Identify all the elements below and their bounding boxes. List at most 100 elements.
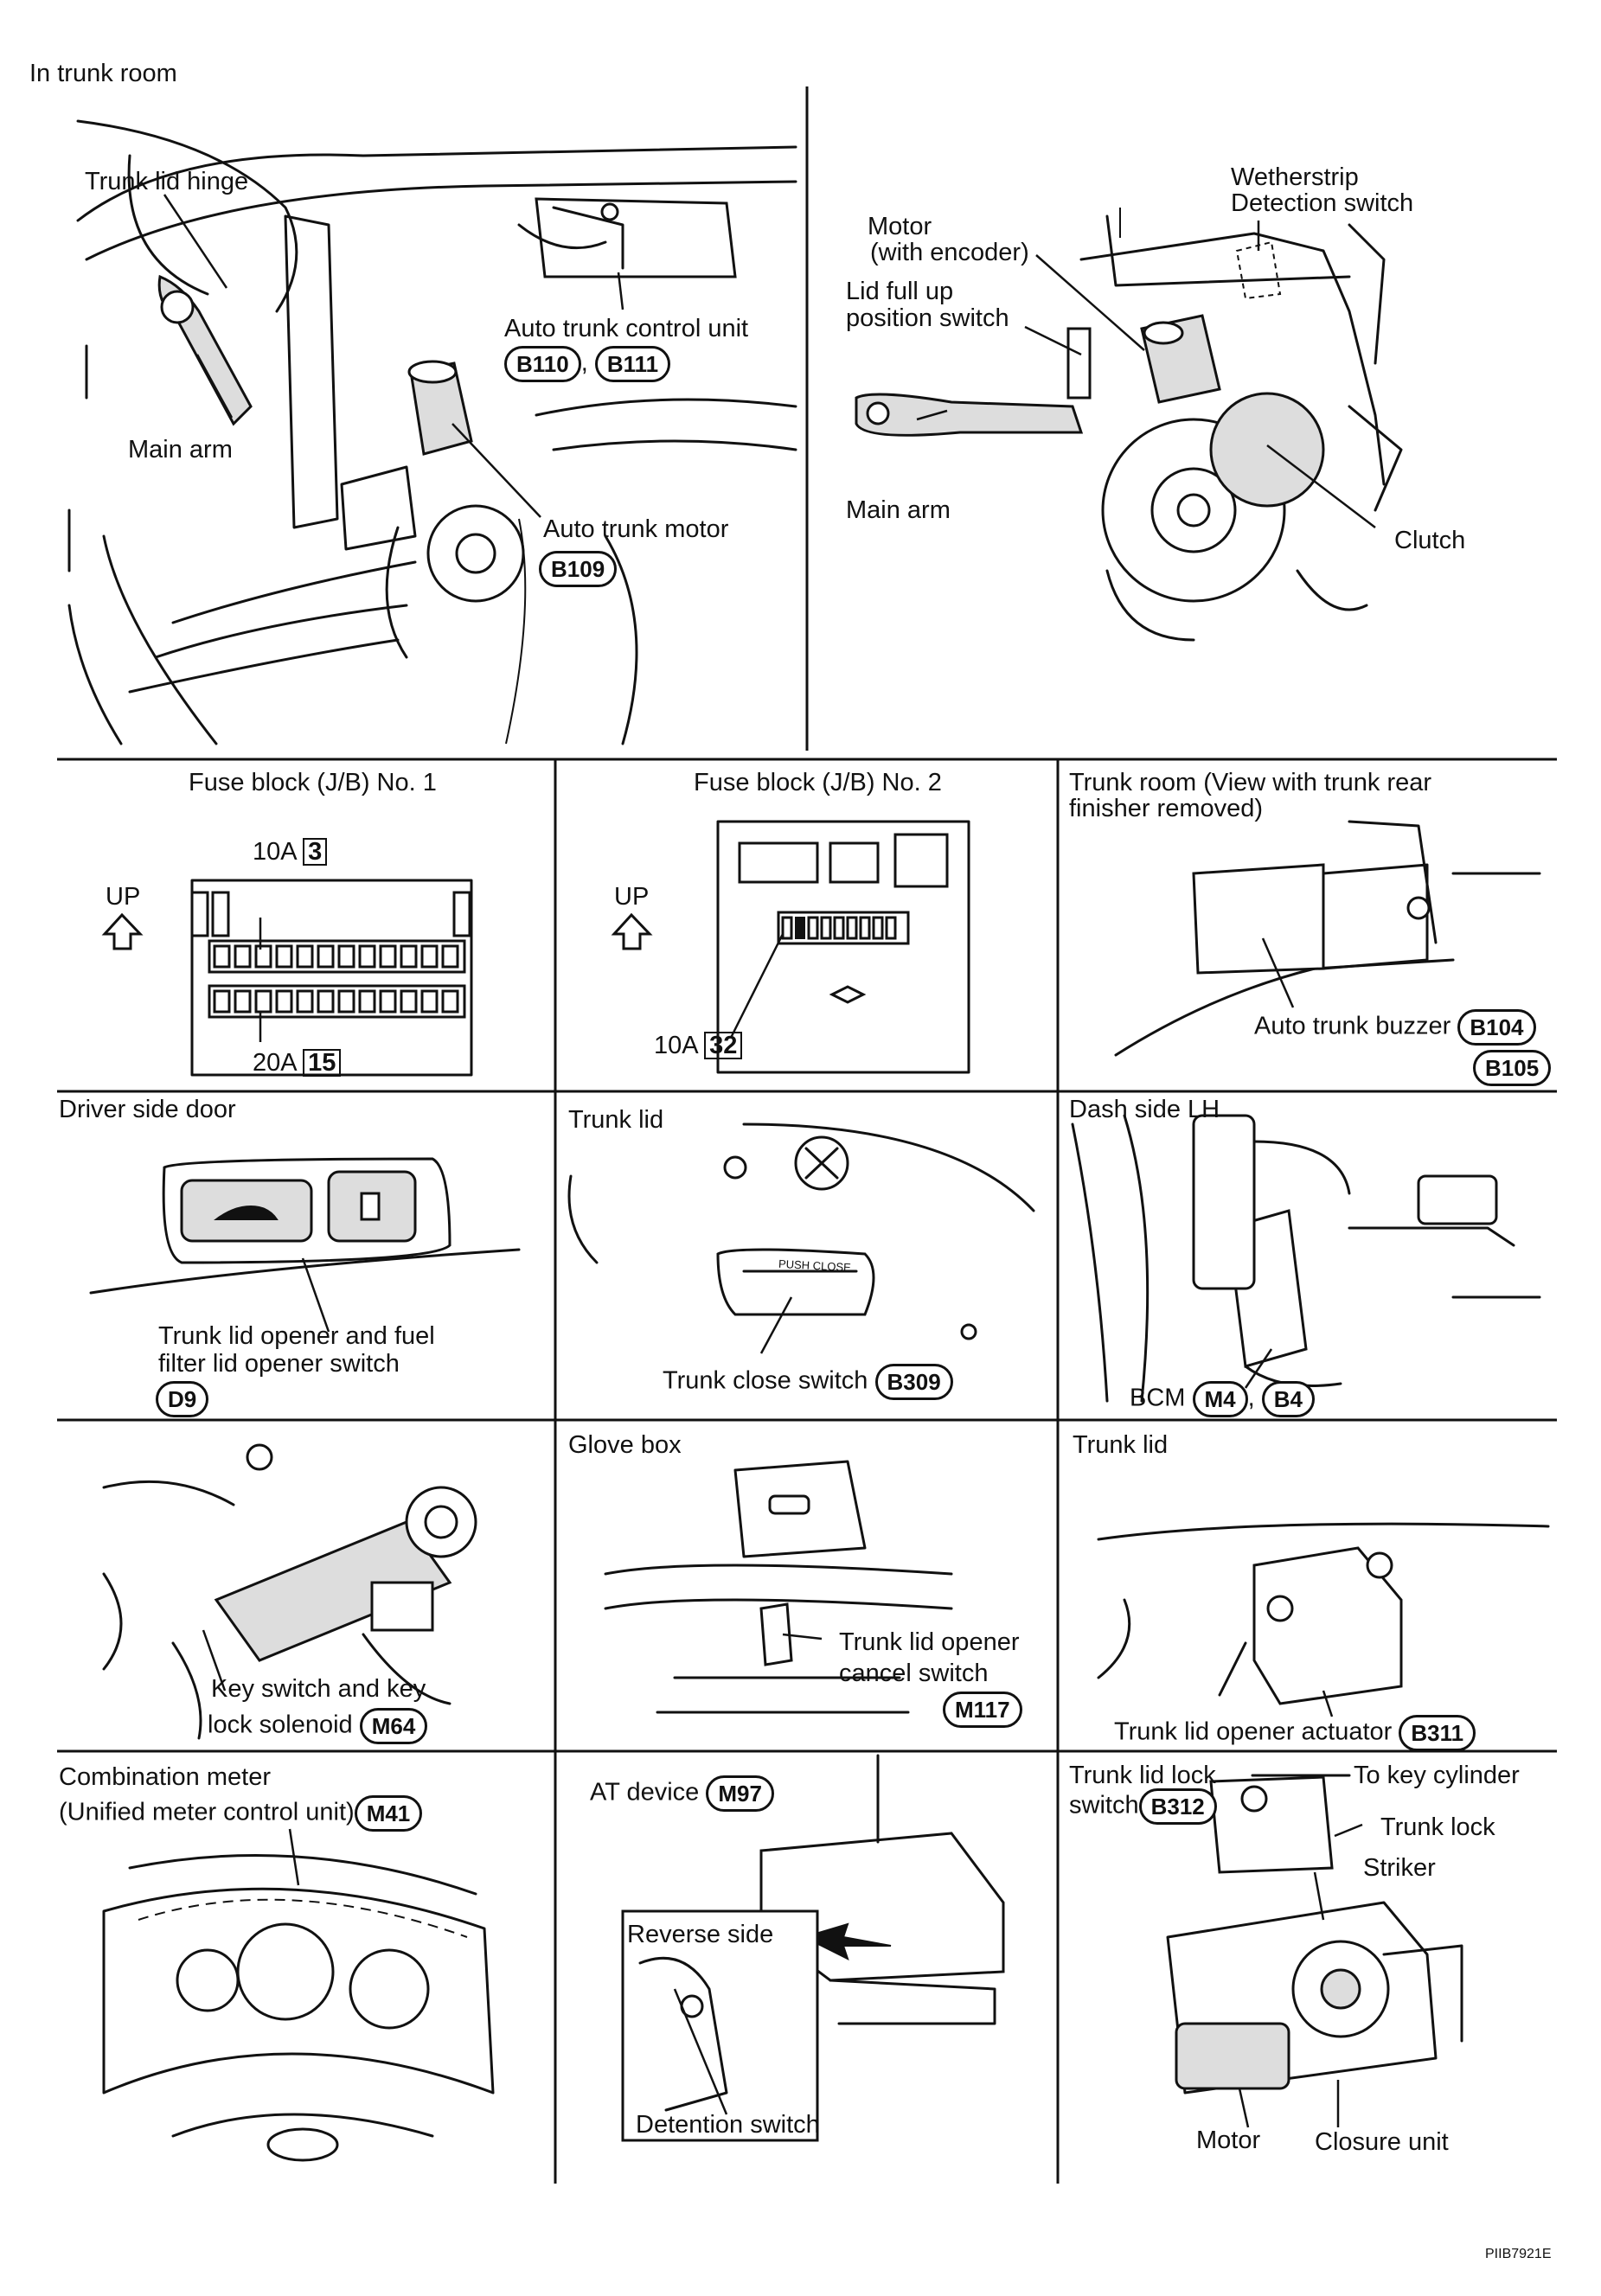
fuse-slot — [859, 916, 871, 940]
combination-meter-illustration — [102, 1828, 495, 2162]
fuse-slot — [296, 989, 314, 1014]
page-title: In trunk room — [29, 60, 177, 87]
combo-meter-title-2: (Unified meter control unit)M41 — [59, 1795, 423, 1832]
label-closure-unit: Closure unit — [1315, 2128, 1449, 2156]
label-striker: Striker — [1363, 1854, 1436, 1882]
trunk-mechanism-illustration — [67, 119, 797, 745]
connector-badge: B309 — [874, 1364, 953, 1400]
label-with-encoder: (with encoder) — [870, 239, 1029, 266]
trunk-lock-closure-illustration — [1166, 1774, 1463, 2128]
fuse-slot — [420, 989, 439, 1014]
trunk-actuator-illustration — [1097, 1522, 1550, 1717]
fuse-slot — [441, 944, 459, 969]
fuse-row-upper — [208, 939, 466, 974]
trunk-room-view-title-2: finisher removed) — [1069, 795, 1264, 822]
fuse-top-label: 10A 3 — [253, 837, 328, 867]
fuse-slot — [337, 989, 355, 1014]
label-detection-switch: Detection switch — [1231, 189, 1414, 217]
fuse-slot — [254, 989, 272, 1014]
label-key-switch-1: Key switch and key — [211, 1675, 426, 1703]
label-wetherstrip: Wetherstrip — [1231, 163, 1359, 191]
leader-lines — [163, 194, 1376, 528]
label-trunk-close-switch: Trunk close switch B309 — [663, 1364, 953, 1400]
fuse-slot — [337, 944, 355, 969]
label-opener-switch-1: Trunk lid opener and fuel — [158, 1322, 435, 1350]
fuse-slot — [275, 989, 293, 1014]
connector-badge: M97 — [706, 1775, 774, 1812]
connector-badge: B111 — [594, 346, 671, 382]
label-auto-trunk-motor: Auto trunk motor — [543, 515, 729, 543]
label-cancel-switch-2: cancel switch — [839, 1660, 989, 1687]
up-label-1: UP — [106, 883, 141, 911]
fuse-slot — [213, 944, 231, 969]
figure-id: PIIB7921E — [1485, 2247, 1552, 2261]
connector-badge: B109 — [539, 551, 618, 587]
connector-badge: M64 — [359, 1708, 428, 1744]
fuse-number-badge: 3 — [303, 838, 328, 866]
fuse-slot — [833, 916, 845, 940]
up-label-2: UP — [614, 883, 650, 911]
fuse-slot — [441, 989, 459, 1014]
fuse-number-badge: 32 — [704, 1032, 743, 1059]
glove-box-illustration — [604, 1460, 953, 1714]
label-cancel-switch-1: Trunk lid opener — [839, 1628, 1020, 1656]
fuse-slot — [846, 916, 858, 940]
label-trunk-lid-hinge: Trunk lid hinge — [85, 168, 249, 195]
fuse-slot — [317, 944, 335, 969]
trunk-lock-title-1: Trunk lid lock — [1069, 1762, 1216, 1789]
label-lid-full-up: Lid full up — [846, 278, 954, 305]
fuse-slot — [275, 944, 293, 969]
fuse-slot — [358, 989, 376, 1014]
fuse-slot — [795, 917, 805, 939]
fuse-slot — [213, 989, 231, 1014]
connector-badge: D9 — [156, 1381, 209, 1417]
fuse-slot — [317, 989, 335, 1014]
fuse-slot — [807, 916, 819, 940]
label-motor-bottom: Motor — [1196, 2127, 1261, 2154]
connector-badge: B105 — [1473, 1050, 1552, 1086]
fuse-2-label: 10A 32 — [654, 1031, 743, 1060]
label-opener-switch-2: filter lid opener switch — [158, 1350, 400, 1378]
trunk-close-switch-illustration — [567, 1122, 1035, 1354]
fuse-slot — [296, 944, 314, 969]
label-key-switch-2: lock solenoid M64 — [208, 1708, 428, 1744]
glove-box-title: Glove box — [568, 1431, 682, 1459]
label-auto-trunk-buzzer: Auto trunk buzzer B104 — [1254, 1009, 1536, 1046]
fuse-block-1-title: Fuse block (J/B) No. 1 — [189, 769, 437, 796]
connector-badge: M117 — [943, 1692, 1022, 1728]
trunk-lid-title-1: Trunk lid — [568, 1106, 664, 1134]
connector-badge: M4 — [1192, 1381, 1248, 1417]
label-detention-switch: Detention switch — [636, 2111, 820, 2139]
fuse-block-2-illustration — [611, 820, 970, 1074]
trunk-room-view-title-1: Trunk room (View with trunk rear — [1069, 769, 1432, 796]
connector-badge: B312 — [1138, 1788, 1217, 1825]
combo-meter-title-1: Combination meter — [59, 1763, 271, 1791]
fuse-block-1-illustration — [101, 879, 473, 1077]
door-switch-connector: D9 — [156, 1381, 209, 1417]
fuse-slot — [420, 944, 439, 969]
at-device-illustration — [621, 1754, 1005, 2142]
label-main-arm-left: Main arm — [128, 436, 233, 464]
fuse-slot — [379, 944, 397, 969]
fuse-slot — [820, 916, 832, 940]
fuse-block-2-title: Fuse block (J/B) No. 2 — [694, 769, 942, 796]
control-unit-connectors: B110, B111 — [504, 346, 671, 382]
fuse-slot — [872, 916, 884, 940]
motor-connector: B109 — [539, 551, 618, 587]
dash-side-title: Dash side LH — [1069, 1096, 1220, 1123]
trunk-lid-title-2: Trunk lid — [1073, 1431, 1169, 1459]
label-motor: Motor — [868, 213, 932, 240]
label-reverse-side: Reverse side — [627, 1921, 774, 1948]
connector-badge: B110 — [504, 346, 581, 382]
cancel-switch-connector: M117 — [943, 1692, 1022, 1728]
fuse-slot — [379, 989, 397, 1014]
connector-badge: B4 — [1261, 1381, 1316, 1417]
fuse-bottom-label: 20A 15 — [253, 1048, 342, 1078]
label-main-arm-right: Main arm — [846, 496, 951, 524]
driver-door-title: Driver side door — [59, 1096, 236, 1123]
fuse-slot — [400, 989, 418, 1014]
buzzer-connector-2: B105 — [1473, 1050, 1552, 1086]
connector-badge: B311 — [1399, 1715, 1476, 1751]
